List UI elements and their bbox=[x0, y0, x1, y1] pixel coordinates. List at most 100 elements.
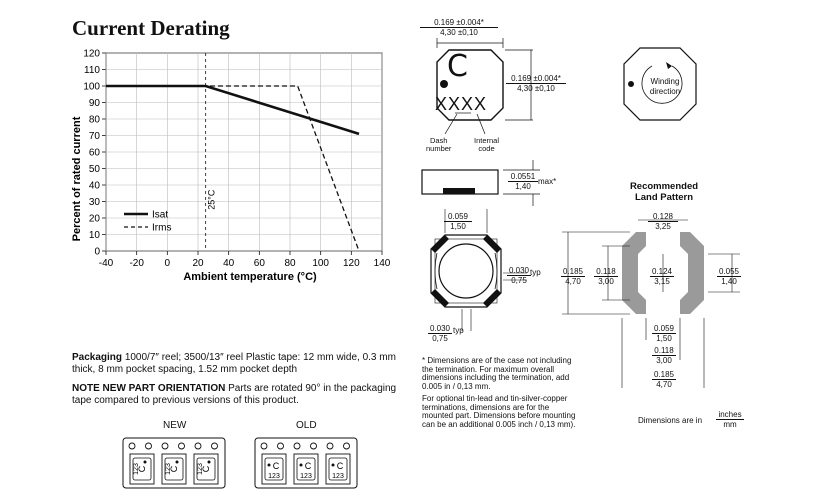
tape-part-letter: C bbox=[305, 461, 312, 471]
tape-pocket bbox=[193, 453, 219, 485]
marking-letter: C bbox=[447, 49, 468, 84]
legend-label-irms: Irms bbox=[152, 223, 171, 234]
bottom-view-drawing bbox=[430, 209, 527, 331]
land-pattern-drawing bbox=[562, 219, 740, 388]
top-width-dimension: 0.169 ±0.004*4,30 ±0,10 bbox=[420, 18, 498, 37]
marking-code: XXXX bbox=[435, 94, 488, 114]
tape-pocket bbox=[161, 453, 187, 485]
x-tick-label: 80 bbox=[284, 258, 296, 269]
x-tick-label: 60 bbox=[254, 258, 266, 269]
tape-part-letter: C bbox=[273, 461, 280, 471]
y-tick-label: 70 bbox=[89, 131, 101, 142]
x-tick-label: 40 bbox=[223, 258, 235, 269]
old-tape-drawing: C 123 C 123 C 123 bbox=[254, 437, 358, 489]
x-tick-label: -20 bbox=[129, 258, 144, 269]
y-tick-label: 120 bbox=[83, 49, 100, 60]
tape-pocket bbox=[325, 453, 351, 485]
x-tick-label: 20 bbox=[192, 258, 204, 269]
tape-part-letter: C bbox=[137, 465, 147, 472]
sprocket-hole bbox=[326, 442, 334, 450]
sprocket-hole bbox=[145, 442, 152, 450]
y-tick-label: 40 bbox=[89, 181, 101, 192]
old-orientation-label: OLD bbox=[296, 420, 317, 431]
tape-part-letter: C bbox=[201, 465, 211, 472]
sprocket-hole bbox=[277, 442, 284, 450]
tape-part-code: 123 bbox=[133, 463, 140, 475]
tape-part-code: 123 bbox=[268, 473, 280, 480]
side-view-drawing bbox=[421, 160, 540, 206]
tape-part-dot bbox=[175, 460, 179, 464]
packaging-text: Packaging 1000/7″ reel; 3500/13″ reel Pl… bbox=[72, 352, 396, 375]
sprocket-hole bbox=[211, 442, 218, 450]
max-label: max* bbox=[538, 177, 557, 186]
y-tick-label: 50 bbox=[89, 164, 101, 175]
sprocket-hole bbox=[178, 442, 185, 450]
tape-part-dot bbox=[143, 460, 147, 464]
orientation-note: NOTE NEW PART ORIENTATION Parts are rota… bbox=[72, 383, 397, 406]
x-tick-label: 100 bbox=[312, 258, 329, 269]
tape-part-letter: C bbox=[337, 461, 344, 471]
y-tick-label: 20 bbox=[89, 214, 101, 225]
y-tick-label: 30 bbox=[89, 197, 101, 208]
winding-direction-drawing bbox=[623, 47, 697, 121]
new-orientation-label: NEW bbox=[163, 420, 187, 431]
tape-part bbox=[196, 457, 216, 481]
top-height-dimension: 0.169 ±0.004*4,30 ±0,10 bbox=[506, 74, 566, 93]
tape-part bbox=[164, 457, 184, 481]
reference-line-label: 25°C bbox=[207, 189, 217, 210]
sprocket-hole bbox=[260, 442, 268, 450]
tape-part bbox=[328, 457, 348, 481]
x-tick-label: 140 bbox=[374, 258, 391, 269]
sprocket-hole bbox=[128, 442, 136, 450]
tape-pocket bbox=[129, 453, 155, 485]
y-tick-label: 60 bbox=[89, 148, 101, 159]
x-tick-label: -40 bbox=[99, 258, 114, 269]
x-axis-label: Ambient temperature (°C) bbox=[183, 271, 317, 283]
tape-part-letter: C bbox=[169, 465, 179, 472]
dimension-units-label: Dimensions are in bbox=[638, 416, 703, 425]
tape-part-dot bbox=[331, 463, 335, 467]
tape-part bbox=[296, 457, 316, 481]
sprocket-hole bbox=[293, 442, 301, 450]
top-view-drawing bbox=[436, 38, 533, 135]
y-tick-label: 100 bbox=[83, 82, 100, 93]
legend-label-isat: Isat bbox=[152, 210, 168, 221]
tape-pocket bbox=[293, 453, 319, 485]
typ-label-bottom: typ bbox=[453, 326, 464, 335]
series-isat-line bbox=[106, 84, 360, 136]
y-tick-label: 110 bbox=[84, 65, 100, 76]
x-tick-label: 120 bbox=[343, 258, 360, 269]
sprocket-hole bbox=[161, 442, 169, 450]
y-tick-label: 80 bbox=[89, 115, 101, 126]
tape-part-code: 123 bbox=[332, 473, 344, 480]
tape-part-code: 123 bbox=[300, 473, 312, 480]
y-tick-label: 10 bbox=[89, 230, 101, 241]
tape-pocket bbox=[261, 453, 287, 485]
tape-part-code: 123 bbox=[165, 463, 172, 475]
y-axis-label: Percent of rated current bbox=[71, 116, 83, 241]
tape-part-code: 123 bbox=[197, 463, 204, 475]
x-tick-label: 0 bbox=[165, 258, 171, 269]
typ-label-right: typ bbox=[530, 268, 541, 277]
tape-part-dot bbox=[299, 463, 303, 467]
sprocket-hole bbox=[194, 442, 202, 450]
y-tick-label: 0 bbox=[94, 247, 100, 258]
tape-part-dot bbox=[207, 460, 211, 464]
